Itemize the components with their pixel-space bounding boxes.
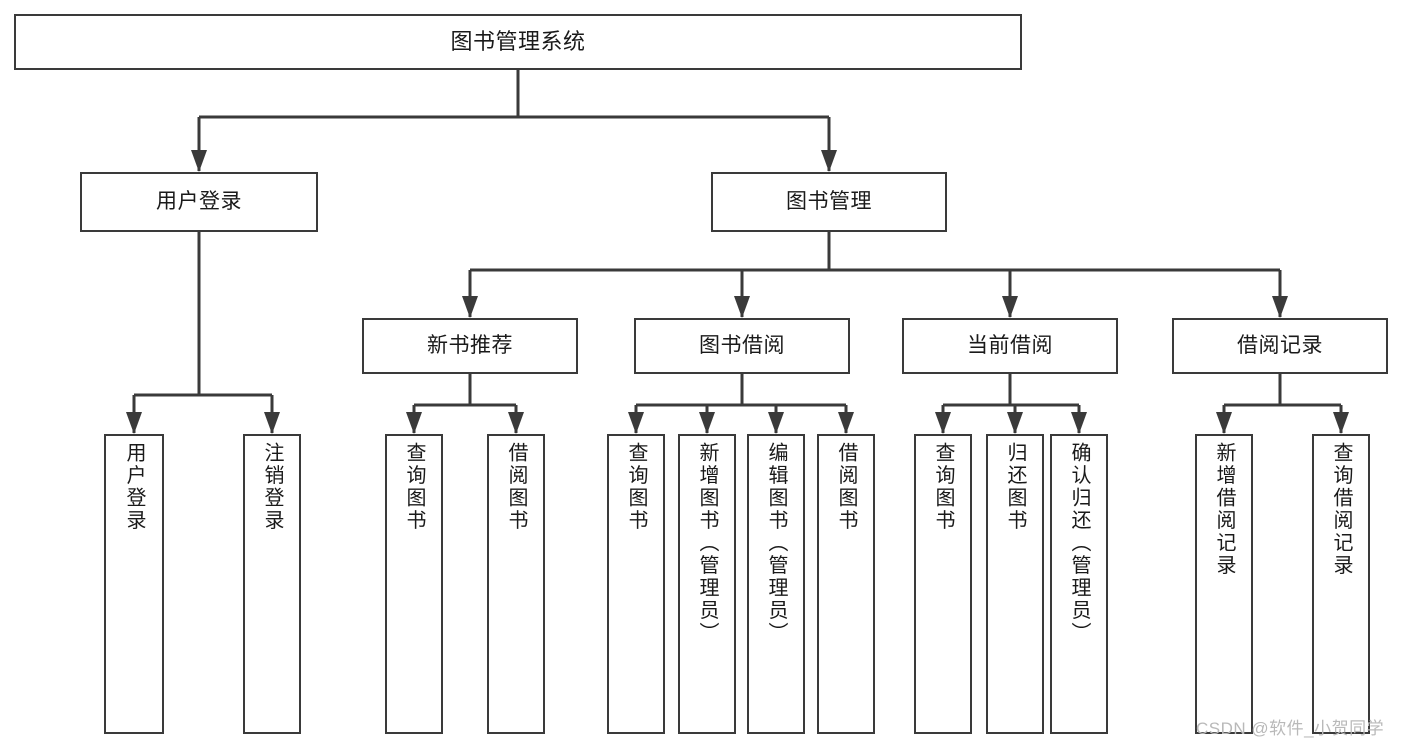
node-label: 归还图书 xyxy=(1004,442,1026,532)
node-label: 查询图书 xyxy=(625,442,647,532)
node-label: 查询借阅记录 xyxy=(1330,442,1352,577)
arrow-head-leaf-bo-borrow xyxy=(838,412,854,434)
node-label: 编辑图书（管理员） xyxy=(765,442,787,645)
node-bookmgmt[interactable]: 图书管理 xyxy=(711,172,947,232)
arrow-head-records xyxy=(1272,296,1288,318)
arrow-head-leaf-bo-edit xyxy=(768,412,784,434)
node-leaf-cu-return[interactable]: 归还图书 xyxy=(986,434,1044,734)
node-label: 新书推荐 xyxy=(427,333,513,357)
node-label: 查询图书 xyxy=(403,442,425,532)
arrow-head-current xyxy=(1002,296,1018,318)
node-current[interactable]: 当前借阅 xyxy=(902,318,1118,374)
node-label: 注销登录 xyxy=(261,442,283,532)
node-leaf-bo-edit[interactable]: 编辑图书（管理员） xyxy=(747,434,805,734)
arrow-head-login xyxy=(191,150,207,172)
node-borrow[interactable]: 图书借阅 xyxy=(634,318,850,374)
arrow-head-borrow xyxy=(734,296,750,318)
node-root[interactable]: 图书管理系统 xyxy=(14,14,1022,70)
node-label: 借阅图书 xyxy=(505,442,527,532)
node-label: 图书管理 xyxy=(786,189,872,213)
arrow-head-leaf-rc-query xyxy=(1333,412,1349,434)
node-label: 借阅图书 xyxy=(835,442,857,532)
node-label: 图书管理系统 xyxy=(450,29,586,55)
arrow-head-bookmgmt xyxy=(821,150,837,172)
arrow-head-leaf-bo-add xyxy=(699,412,715,434)
arrow-head-leaf-cu-confirm xyxy=(1071,412,1087,434)
node-label: 新增借阅记录 xyxy=(1213,442,1235,577)
node-leaf-nb-borrow[interactable]: 借阅图书 xyxy=(487,434,545,734)
node-leaf-bo-borrow[interactable]: 借阅图书 xyxy=(817,434,875,734)
node-leaf-bo-query[interactable]: 查询图书 xyxy=(607,434,665,734)
arrow-head-leaf-nb-borrow xyxy=(508,412,524,434)
node-leaf-bo-add[interactable]: 新增图书（管理员） xyxy=(678,434,736,734)
node-label: 借阅记录 xyxy=(1237,333,1323,357)
node-leaf-cu-query[interactable]: 查询图书 xyxy=(914,434,972,734)
arrow-head-leaf-bo-query xyxy=(628,412,644,434)
node-label: 当前借阅 xyxy=(967,333,1053,357)
node-leaf-rc-add[interactable]: 新增借阅记录 xyxy=(1195,434,1253,734)
arrow-head-leaf-cu-query xyxy=(935,412,951,434)
node-label: 查询图书 xyxy=(932,442,954,532)
node-leaf-rc-query[interactable]: 查询借阅记录 xyxy=(1312,434,1370,734)
node-leaf-cu-confirm[interactable]: 确认归还（管理员） xyxy=(1050,434,1108,734)
node-leaf-nb-query[interactable]: 查询图书 xyxy=(385,434,443,734)
node-login[interactable]: 用户登录 xyxy=(80,172,318,232)
node-leaf-user-login[interactable]: 用户登录 xyxy=(104,434,164,734)
arrow-head-leaf-cu-return xyxy=(1007,412,1023,434)
node-label: 用户登录 xyxy=(123,442,145,532)
node-label: 确认归还（管理员） xyxy=(1068,442,1090,645)
node-leaf-user-logout[interactable]: 注销登录 xyxy=(243,434,301,734)
arrow-head-leaf-user-logout xyxy=(264,412,280,434)
node-label: 图书借阅 xyxy=(699,333,785,357)
arrow-head-leaf-user-login xyxy=(126,412,142,434)
node-newbook[interactable]: 新书推荐 xyxy=(362,318,578,374)
arrow-head-leaf-rc-add xyxy=(1216,412,1232,434)
node-records[interactable]: 借阅记录 xyxy=(1172,318,1388,374)
node-label: 新增图书（管理员） xyxy=(696,442,718,645)
arrow-head-newbook xyxy=(462,296,478,318)
arrow-head-leaf-nb-query xyxy=(406,412,422,434)
node-label: 用户登录 xyxy=(156,189,242,213)
